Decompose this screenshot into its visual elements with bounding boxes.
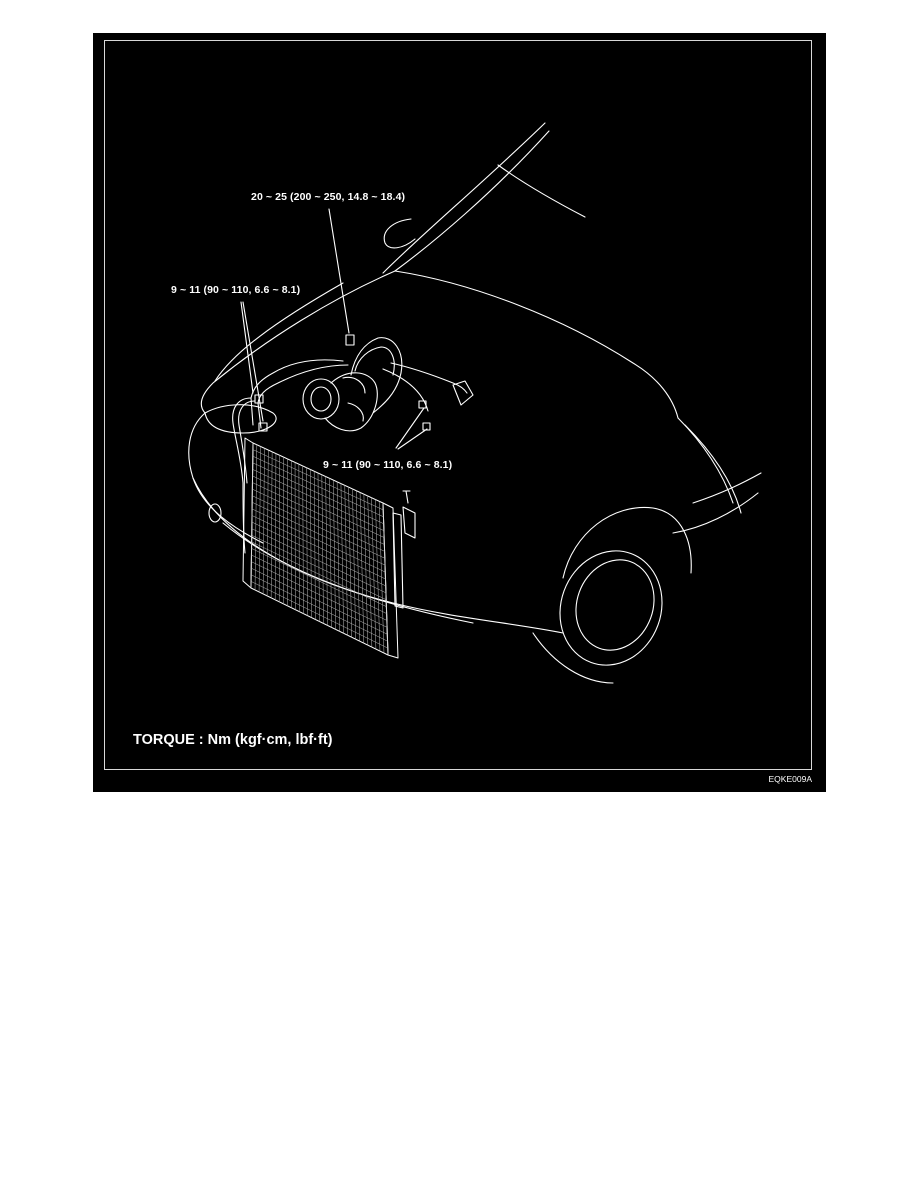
bumper-lower [222, 522, 474, 624]
left-hose-loop-2 [238, 400, 256, 484]
side-trim [692, 472, 762, 504]
fender-arch [562, 506, 692, 579]
fender-line [677, 417, 734, 504]
fitting-left-lower [258, 422, 268, 432]
evaporator-block [452, 380, 474, 406]
headlight-outline [204, 404, 277, 434]
diagram-figure: /* placeholder to keep grouping; fins dr… [93, 33, 826, 792]
fitting-right-1 [418, 400, 427, 409]
figure-code: EQKE009A [768, 774, 812, 784]
leader-left-1 [240, 301, 254, 394]
figure-frame [104, 40, 812, 770]
leader-left-2 [242, 301, 264, 422]
torque-callout-top: 20 ~ 25 (200 ~ 250, 14.8 ~ 18.4) [251, 191, 406, 203]
wheel-arch-lower [532, 632, 614, 684]
leader-right-1 [395, 407, 425, 449]
suction-hose [350, 337, 403, 414]
a-pillar-line [394, 130, 550, 272]
door-line [672, 492, 759, 534]
pipe-to-condenser-3 [250, 397, 262, 429]
mounting-bracket [402, 506, 416, 539]
fog-lamp [208, 503, 222, 523]
vehicle-ac-illustration: /* placeholder to keep grouping; fins dr… [188, 122, 762, 684]
hood-crease [214, 282, 344, 382]
left-hose-loop [232, 397, 252, 554]
hood-edge [394, 270, 679, 419]
receiver-drier [392, 512, 404, 609]
fitting-top [345, 334, 355, 346]
front-bumper-face [192, 477, 564, 634]
discharge-hose [354, 346, 395, 376]
side-mirror [383, 218, 416, 249]
torque-callout-right: 9 ~ 11 (90 ~ 110, 6.6 ~ 8.1) [323, 459, 453, 471]
torque-callout-left: 9 ~ 11 (90 ~ 110, 6.6 ~ 8.1) [171, 284, 301, 296]
windshield-inner-line [497, 164, 586, 218]
pipe-to-condenser-2 [250, 359, 344, 399]
hood-outline [200, 270, 396, 414]
leader-right-2 [397, 428, 428, 450]
front-wheel-rim [575, 559, 655, 651]
leader-top [328, 208, 350, 334]
condenser-fins: /* placeholder to keep grouping; fins dr… [250, 442, 389, 656]
liquid-line [390, 362, 468, 394]
ac-compressor [302, 372, 378, 432]
pipe-to-condenser-1 [257, 364, 349, 404]
fender-line-2 [684, 424, 742, 514]
front-wheel-tire [559, 550, 663, 666]
bracket-bolt [402, 490, 411, 504]
windshield-line [382, 122, 546, 274]
torque-legend: TORQUE : Nm (kgf·cm, lbf·ft) [133, 732, 333, 748]
liquid-line-2 [382, 368, 429, 412]
